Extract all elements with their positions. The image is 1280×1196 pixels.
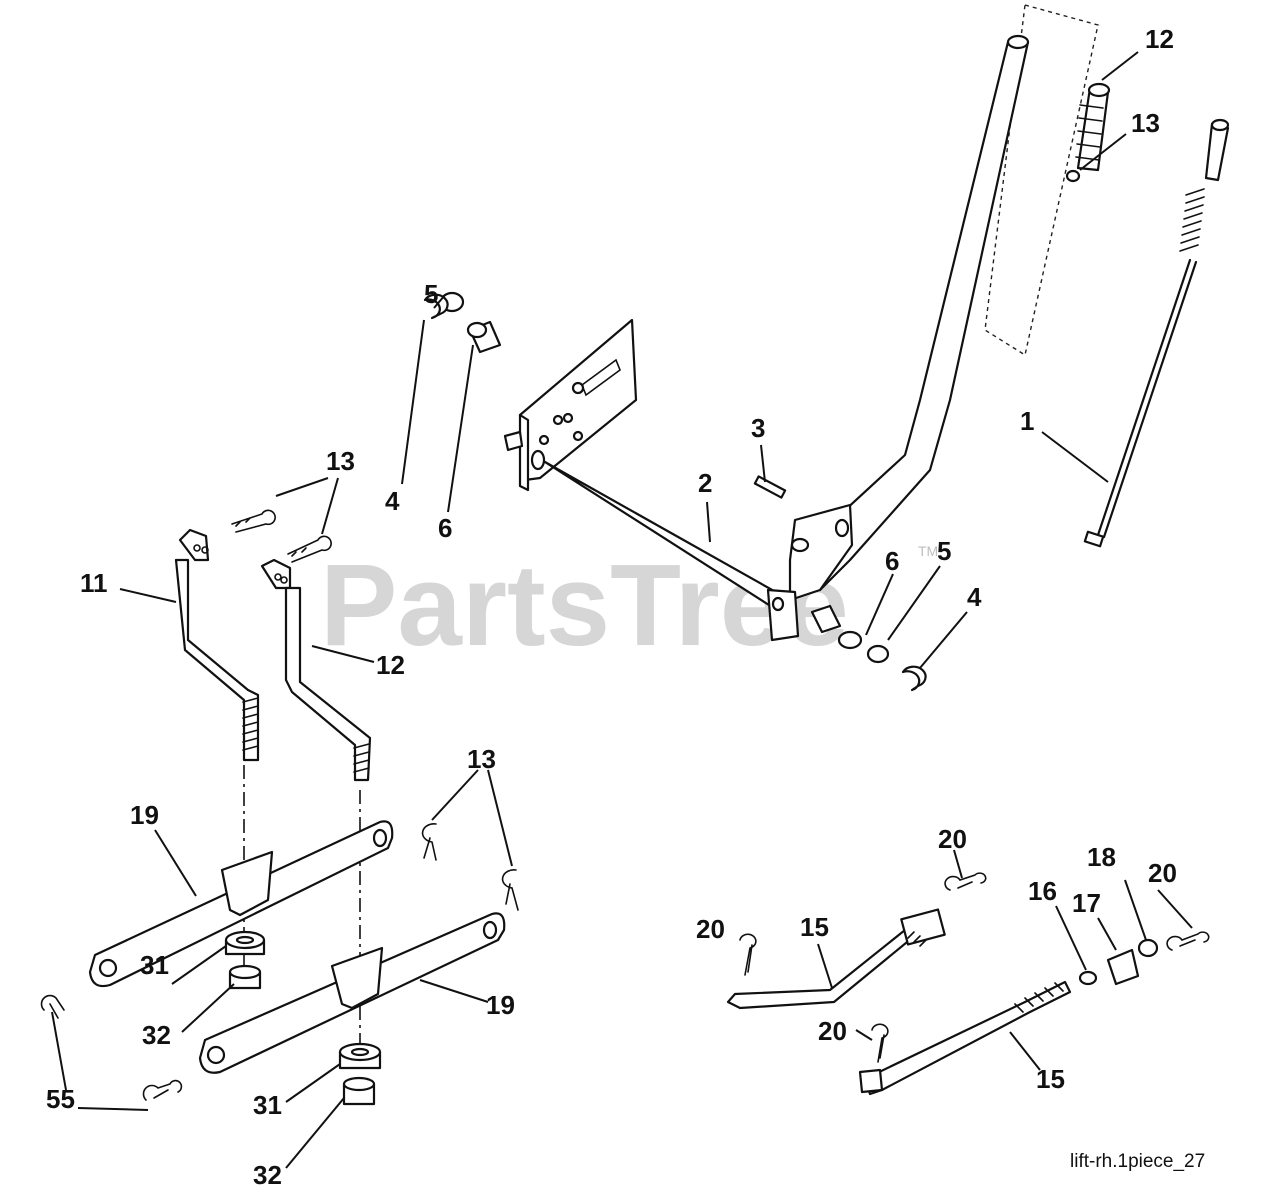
clip-20-right <box>1166 931 1210 951</box>
callout-11: 11 <box>80 568 108 598</box>
handle-grip <box>1075 82 1111 172</box>
lift-arm-lower <box>198 912 506 1074</box>
callout-6-right: 6 <box>885 546 899 576</box>
callout-19-lower: 19 <box>486 990 515 1020</box>
hairpin-clip-arm-lower <box>501 869 519 911</box>
callout-13-lower: 13 <box>467 744 496 774</box>
callout-6-left: 6 <box>438 513 452 543</box>
callout-2: 2 <box>698 468 712 498</box>
lift-arm-upper <box>88 820 394 988</box>
clip-20-left <box>739 933 757 976</box>
clip-left-upper <box>40 994 65 1019</box>
callout-12: 12 <box>376 650 405 680</box>
callout-7: 12 <box>1145 24 1174 54</box>
callout-20-mid: 20 <box>818 1016 847 1046</box>
callout-19-upper: 19 <box>130 800 159 830</box>
hairpin-clip-arm-upper <box>421 823 437 861</box>
nut-lower <box>342 1076 376 1106</box>
callout-20-right: 20 <box>1148 858 1177 888</box>
nut-16 <box>1078 970 1098 986</box>
left-bushing <box>466 320 524 452</box>
lift-rod <box>1083 118 1230 548</box>
bushing-18 <box>1137 938 1159 958</box>
watermark-trademark: TM <box>918 543 938 559</box>
callout-5-left: 5 <box>424 279 438 309</box>
callout-31-upper: 31 <box>140 950 169 980</box>
callout-31-lower: 31 <box>253 1090 282 1120</box>
callout-1: 1 <box>1020 406 1034 436</box>
callout-20-top: 20 <box>938 824 967 854</box>
callout-15-lower: 15 <box>1036 1064 1065 1094</box>
callout-5-right: 5 <box>937 536 951 566</box>
callout-15-upper: 15 <box>800 912 829 942</box>
roll-pin <box>753 475 787 499</box>
nut-upper <box>228 964 262 990</box>
watermark-text: PartsTree <box>320 540 849 670</box>
callout-13-top: 13 <box>326 446 355 476</box>
callout-4-right: 4 <box>967 582 982 612</box>
control-rod-lower <box>858 980 1072 1096</box>
clip-20-top <box>944 872 987 891</box>
callout-17: 17 <box>1072 888 1101 918</box>
callout-18: 18 <box>1087 842 1116 872</box>
left-clip <box>423 293 449 320</box>
right-washer <box>866 644 890 664</box>
callout-4-left: 4 <box>385 486 400 516</box>
hairpin-clip-lower <box>287 535 332 563</box>
callout-32-lower: 32 <box>253 1160 282 1190</box>
hairpin-clip-upper <box>231 509 276 533</box>
lift-shaft <box>530 449 800 642</box>
right-bushing <box>810 604 863 650</box>
handle-plug <box>1065 169 1081 183</box>
callout-20-left: 20 <box>696 914 725 944</box>
handle-sleeve-outline <box>984 4 1099 357</box>
lift-link-right <box>260 558 372 782</box>
grommet-lower <box>338 1042 382 1070</box>
callout-16: 16 <box>1028 876 1057 906</box>
lift-handle <box>788 34 1030 602</box>
lift-link-left <box>174 528 260 762</box>
drawing-reference: lift-rh.1piece_27 <box>1070 1151 1205 1172</box>
mounting-plate <box>518 318 638 492</box>
grommet-upper <box>224 930 266 956</box>
callout-55: 55 <box>46 1084 75 1114</box>
callout-8: 13 <box>1131 108 1160 138</box>
clip-left-lower <box>142 1079 183 1101</box>
clip-20-mid <box>871 1023 889 1063</box>
callout-32-upper: 32 <box>142 1020 171 1050</box>
leader-lines <box>51 51 1193 1169</box>
control-rod-upper <box>726 908 946 1010</box>
callout-3: 3 <box>751 413 765 443</box>
right-clip <box>901 665 927 692</box>
swivel-block-17 <box>1106 948 1140 986</box>
